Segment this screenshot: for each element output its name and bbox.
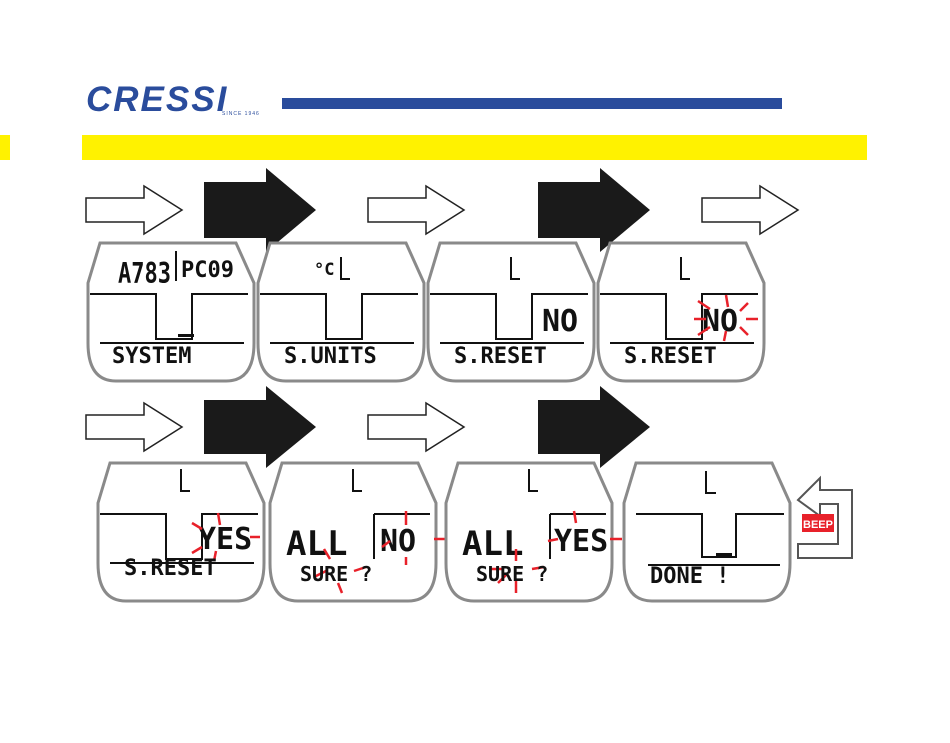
- row1-arrow-4: [538, 168, 650, 252]
- arrow-right-filled-icon: [204, 386, 316, 468]
- arrow-right-outline-icon: [86, 186, 182, 234]
- lcd-bottom: S.RESET: [624, 344, 717, 369]
- lcd-bottom: SURE ?: [476, 562, 548, 586]
- lcd-screen-sreset-no-blink: NO S.RESET: [598, 243, 764, 381]
- lcd-bottom: S.RESET: [124, 556, 217, 581]
- beep-label: BEEP: [803, 519, 833, 531]
- lcd-screen-sreset-yes-blink: YES S.RESET: [98, 463, 264, 601]
- lcd-left-value: ALL: [462, 524, 523, 564]
- lcd-top-right: PC09: [181, 258, 234, 283]
- row1-arrow-5: [702, 186, 798, 234]
- arrow-right-outline-icon: [368, 186, 464, 234]
- lcd-bottom: S.UNITS: [284, 344, 377, 369]
- lcd-bottom: S.RESET: [454, 344, 547, 369]
- lcd-top-left: A783: [118, 257, 171, 291]
- arrow-right-filled-icon: [204, 168, 316, 252]
- arrow-right-filled-icon: [538, 168, 650, 252]
- lcd-screen-units: °C S.UNITS: [258, 243, 424, 381]
- row2-arrow-3: [368, 403, 464, 451]
- row2-arrow-4: [538, 386, 650, 468]
- lcd-screen-done: DONE !: [624, 463, 790, 601]
- row2-arrow-1: [86, 403, 182, 451]
- arrow-right-outline-icon: [86, 403, 182, 451]
- row1-arrow-3: [368, 186, 464, 234]
- arrow-right-outline-icon: [702, 186, 798, 234]
- lcd-screen-all-yes: ALL YES SURE ?: [446, 463, 622, 601]
- arrow-right-outline-icon: [368, 403, 464, 451]
- row2-arrow-2: [204, 386, 316, 468]
- row1-arrow-2: [204, 168, 316, 252]
- lcd-bottom: SYSTEM: [112, 344, 191, 369]
- lcd-bottom: DONE !: [650, 564, 729, 589]
- lcd-value: NO: [702, 304, 738, 339]
- return-arrow-icon: BEEP: [798, 478, 852, 558]
- lcd-value: YES: [198, 522, 252, 557]
- lcd-value: NO: [542, 304, 578, 339]
- lcd-value: NO: [380, 524, 416, 559]
- lcd-screen-system: A783 PC09 SYSTEM: [88, 243, 254, 381]
- lcd-left-value: ALL: [286, 524, 347, 564]
- row1-arrow-1: [86, 186, 182, 234]
- lcd-unit: °C: [314, 260, 334, 280]
- lcd-screen-sreset-no: NO S.RESET: [428, 243, 594, 381]
- lcd-value: YES: [554, 524, 608, 559]
- lcd-bottom: SURE ?: [300, 562, 372, 586]
- arrow-right-filled-icon: [538, 386, 650, 468]
- lcd-screen-all-no: ALL NO SURE ?: [270, 463, 446, 601]
